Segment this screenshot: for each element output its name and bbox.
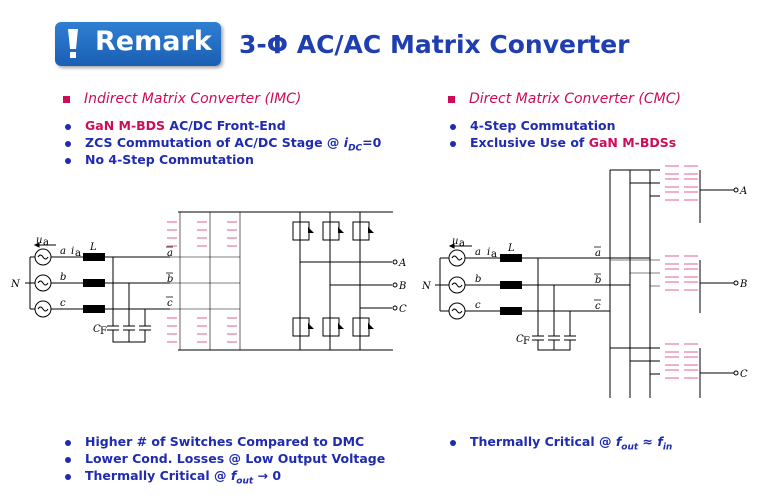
imc-bottom-bullet-2: Lower Cond. Losses @ Low Output Voltage	[65, 451, 385, 466]
bullet-icon	[450, 123, 456, 130]
cmc-label-cap-sub: F	[523, 336, 530, 347]
cmc-label-ia-sub: a	[491, 249, 497, 260]
label-out-A: A	[398, 258, 406, 269]
cmc-label-out-C: C	[740, 369, 748, 380]
label-in-c: c	[60, 298, 66, 309]
imc-bullet-2: ZCS Commutation of AC/DC Stage @ iDC=0	[65, 135, 381, 154]
imc-bullet-3: No 4-Step Commutation	[65, 152, 254, 167]
label-ia: i	[71, 246, 74, 257]
exclamation-icon	[68, 29, 78, 58]
cmc-label-out-B: B	[739, 279, 747, 290]
label-out-B: B	[398, 281, 406, 292]
cmc-bottom-bullet-1: Thermally Critical @ fout ≈ fin	[450, 434, 672, 453]
cmc-circuit-diagram: u a a i a b c N L C F a b c A B C	[421, 165, 748, 398]
bullet-icon	[65, 157, 71, 164]
square-bullet-icon	[63, 95, 70, 103]
bullet-icon	[65, 473, 71, 480]
label-neutral: N	[10, 279, 21, 290]
cmc-label-out-A: A	[739, 186, 747, 197]
label-ia-sub: a	[75, 248, 81, 259]
cmc-label-bar-b: b	[595, 275, 601, 286]
label-bar-a: a	[167, 248, 173, 259]
label-ua-sub: a	[43, 237, 49, 248]
cmc-label-neutral: N	[421, 281, 432, 292]
cmc-label-in-b: b	[475, 274, 481, 285]
badge-label: Remark	[95, 26, 212, 57]
cmc-label-in-c: c	[475, 300, 481, 311]
cmc-label-cap: C	[516, 334, 524, 345]
imc-bottom-bullet-3: Thermally Critical @ fout → 0	[65, 468, 281, 487]
cmc-bullet-1: 4-Step Commutation	[450, 118, 616, 133]
bullet-icon	[450, 140, 456, 147]
imc-bullet-1: GaN M-BDS AC/DC Front-End	[65, 118, 286, 133]
cmc-label-in-a: a	[475, 247, 481, 258]
remark-badge: Remark	[55, 22, 221, 66]
label-cap-sub: F	[100, 326, 107, 337]
bullet-icon	[65, 123, 71, 130]
label-in-a: a	[60, 246, 66, 257]
cmc-label-inductor: L	[507, 243, 515, 254]
label-ua: u	[36, 235, 42, 246]
label-inductor: L	[89, 242, 97, 253]
label-bar-b: b	[167, 274, 173, 285]
cmc-label-bar-a: a	[595, 248, 601, 259]
cmc-label-ia: i	[487, 247, 490, 258]
square-bullet-icon	[448, 95, 455, 103]
page-title: 3-Φ AC/AC Matrix Converter	[239, 30, 630, 59]
cmc-heading: Direct Matrix Converter (CMC)	[448, 91, 681, 107]
bullet-icon	[65, 140, 71, 147]
imc-heading: Indirect Matrix Converter (IMC)	[63, 91, 301, 107]
label-in-b: b	[60, 272, 66, 283]
cmc-label-ua: u	[452, 236, 458, 247]
bullet-icon	[65, 439, 71, 446]
label-cap: C	[93, 324, 101, 335]
cmc-label-ua-sub: a	[459, 238, 465, 249]
imc-bottom-bullet-1: Higher # of Switches Compared to DMC	[65, 434, 364, 449]
bullet-icon	[450, 439, 456, 446]
bullet-icon	[65, 456, 71, 463]
imc-circuit-diagram: u a a i a b c N L C F a b c A B C	[10, 211, 407, 351]
cmc-label-bar-c: c	[595, 301, 601, 312]
label-bar-c: c	[167, 298, 173, 309]
label-out-C: C	[399, 304, 407, 315]
cmc-bullet-2: Exclusive Use of GaN M-BDSs	[450, 135, 676, 150]
